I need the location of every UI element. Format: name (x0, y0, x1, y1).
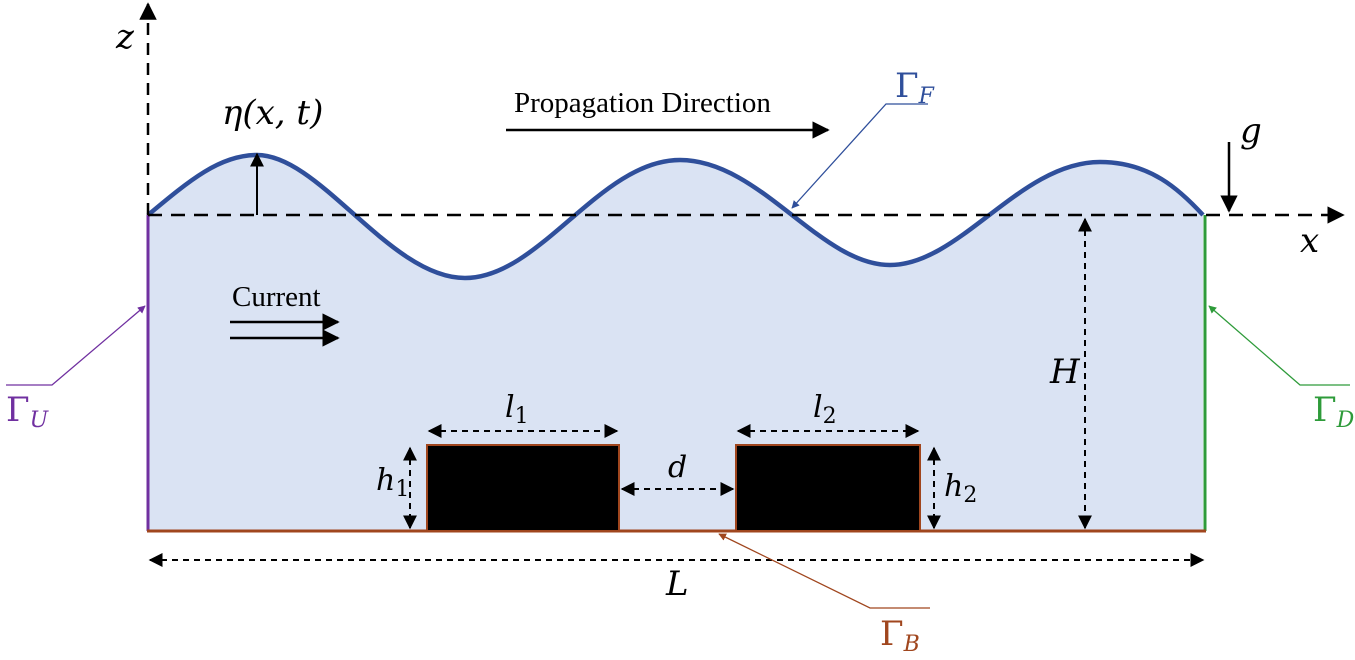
depth-label: H (1049, 352, 1081, 392)
gamma-f-leader (791, 103, 928, 209)
gamma-f-label: ΓF (895, 66, 935, 109)
gap-label: d (668, 450, 687, 485)
z-axis-label: z (115, 17, 135, 57)
gamma-u-leader (6, 305, 146, 386)
l2-label: l2 (813, 390, 837, 429)
propagation-label: Propagation Direction (514, 87, 771, 119)
gamma-b-label: ΓB (880, 614, 920, 657)
h1-label: h1 (376, 463, 409, 502)
gamma-b-leader (718, 533, 930, 609)
gamma-d-label: ΓD (1313, 390, 1355, 433)
current-label: Current (232, 281, 321, 313)
eta-label: η(x, t) (222, 93, 323, 133)
h2-label: h2 (944, 469, 977, 508)
water-domain (148, 155, 1203, 530)
obstacle-1 (426, 444, 620, 532)
gamma-d-leader (1208, 305, 1350, 386)
obstacle-2 (735, 444, 921, 532)
length-label: L (665, 564, 689, 604)
gamma-u-label: ΓU (6, 390, 50, 433)
gravity-label: g (1240, 111, 1262, 151)
l1-label: l1 (505, 390, 529, 429)
free-surface-curve (146, 152, 1205, 281)
x-axis-label: x (1300, 221, 1319, 261)
